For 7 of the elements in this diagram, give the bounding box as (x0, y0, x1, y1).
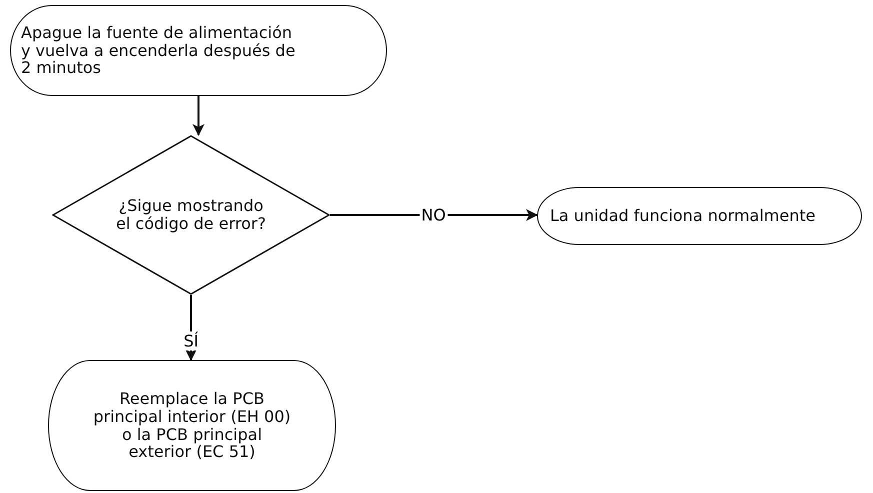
node-text: La unidad funciona normalmente (550, 207, 816, 225)
node-text: Reemplace la PCB principal interior (EH 00) o la PCB principal exterior (EC 51) (92, 390, 292, 461)
edge-label: SÍ (182, 331, 200, 350)
decision-diamond (52, 135, 330, 295)
node-text: ¿Sigue mostrando el código de error? (115, 197, 267, 233)
arrow (192, 96, 204, 136)
node-text: Apague la fuente de alimentación y vuelva a encenderla después de 2 minutos (21, 24, 296, 77)
